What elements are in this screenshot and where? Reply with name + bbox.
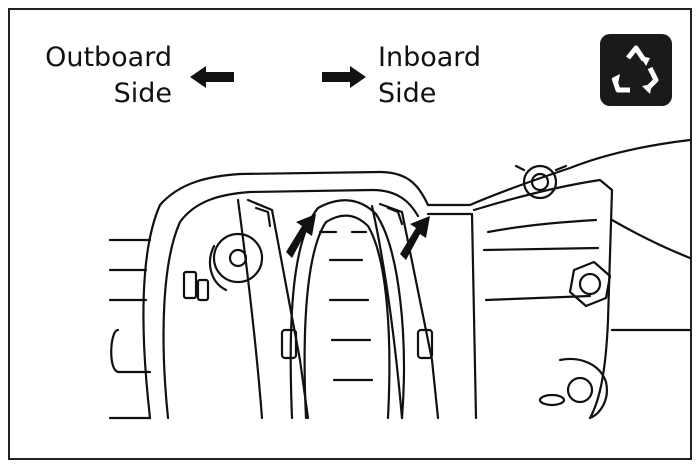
inboard-label-line2: Side (378, 78, 437, 109)
inboard-label-line1: Inboard (378, 42, 482, 73)
outboard-label-line1: Outboard (45, 42, 172, 73)
inboard-side-label: Inboard Side (378, 40, 518, 112)
arrow-right-icon (322, 66, 366, 88)
outboard-side-label: Outboard Side (30, 40, 172, 112)
outboard-label-line2: Side (113, 78, 172, 109)
recycle-icon (600, 34, 672, 106)
arrow-left-icon (190, 66, 234, 88)
